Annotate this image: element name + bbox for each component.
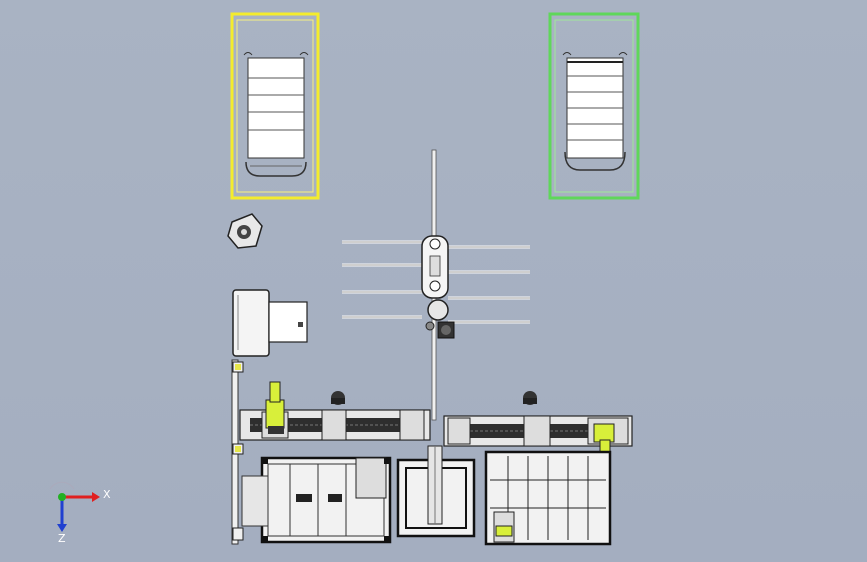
side-rail[interactable] xyxy=(231,359,244,545)
storage-rack-left[interactable] xyxy=(241,456,392,544)
selection-highlight-yellow xyxy=(230,12,320,200)
tray-right[interactable] xyxy=(562,52,628,171)
conveyor-left[interactable] xyxy=(239,391,431,441)
storage-rack-middle[interactable] xyxy=(396,445,476,538)
z-axis-label: Z xyxy=(58,532,66,545)
selection-highlight-green xyxy=(548,12,640,200)
pick-robot-left[interactable] xyxy=(265,381,285,434)
robot-arms[interactable] xyxy=(342,240,530,324)
tray-station-right[interactable] xyxy=(548,12,640,200)
y-axis-dot xyxy=(58,493,66,501)
gripper-part[interactable] xyxy=(227,213,263,249)
x-axis-label: X xyxy=(103,488,111,501)
coordinate-triad xyxy=(49,481,100,532)
tray-station-left[interactable] xyxy=(230,12,320,200)
robot-body[interactable] xyxy=(421,235,455,339)
storage-rack-right[interactable] xyxy=(484,450,612,546)
tray-left[interactable] xyxy=(243,52,309,177)
machine-housing[interactable] xyxy=(232,289,308,357)
